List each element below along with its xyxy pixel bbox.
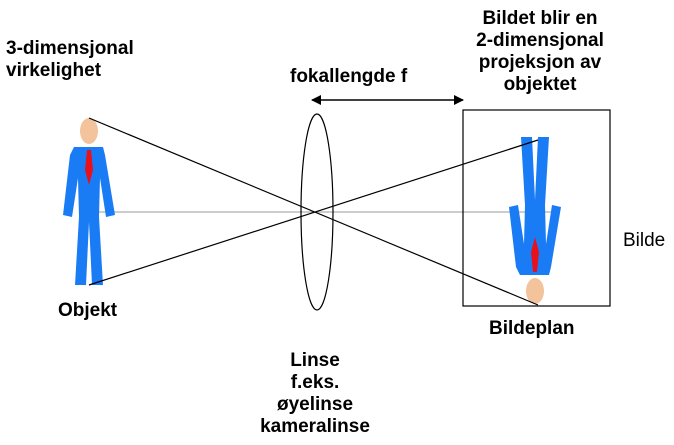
- image-body: [509, 137, 561, 275]
- object-label: Objekt: [58, 300, 118, 321]
- object-tie: [85, 150, 93, 185]
- image-head: [526, 278, 544, 304]
- image-plane-frame: [462, 109, 611, 307]
- reality-label: 3-dimensjonal virkelighet: [6, 38, 134, 81]
- projection-label: Bildet blir en 2-dimensjonal projeksjon …: [476, 8, 604, 95]
- image-tie: [531, 237, 539, 272]
- image-figure: [509, 137, 561, 304]
- projection-ray-top: [88, 117, 539, 306]
- focal-length-label: fokallengde f: [290, 66, 408, 87]
- image-plane-label: Bildeplan: [489, 318, 575, 339]
- projection-ray-bottom: [88, 139, 539, 286]
- lens-label: Linse f.eks. øyelinse kameralinse: [260, 350, 370, 437]
- object-figure: [63, 118, 115, 285]
- object-head: [80, 118, 98, 144]
- lens-shape: [300, 113, 334, 311]
- object-body: [63, 147, 115, 285]
- image-label: Bilde: [623, 230, 666, 251]
